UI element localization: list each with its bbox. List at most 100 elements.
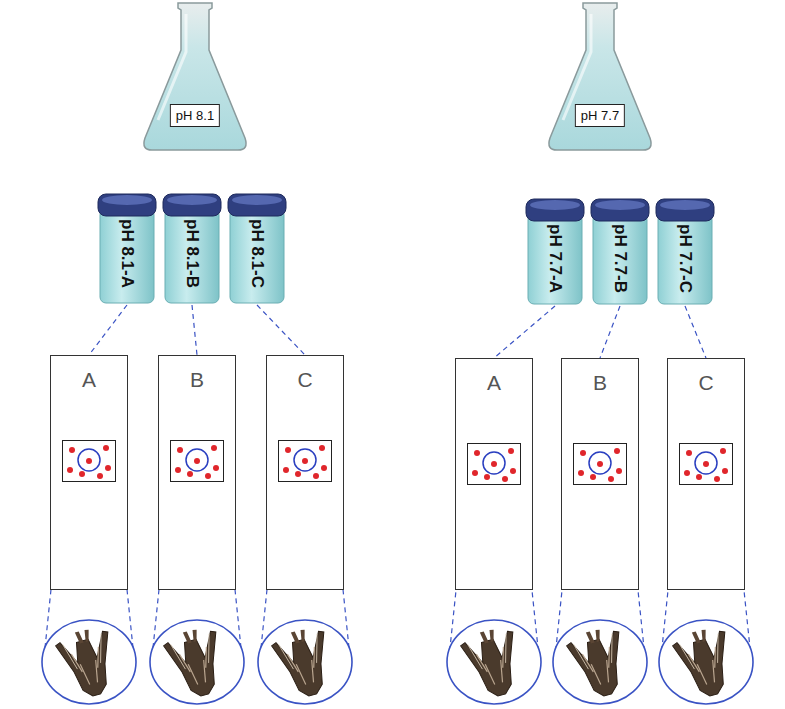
vial-cap xyxy=(656,199,714,221)
larva-ovals xyxy=(42,620,753,704)
larva-illustration xyxy=(459,624,528,702)
view-oval xyxy=(258,620,352,704)
vial-cap xyxy=(591,199,649,221)
larva-illustration xyxy=(565,624,634,702)
vial-node: pH 7.7-B xyxy=(590,198,650,306)
flask-outline xyxy=(140,0,250,152)
slide-letter: C xyxy=(267,368,343,392)
leader-lines xyxy=(45,482,750,648)
larva-dot xyxy=(714,476,720,482)
flask-body xyxy=(144,3,246,150)
larva-dot xyxy=(508,448,514,454)
larva-dot xyxy=(484,474,490,480)
larva-dot xyxy=(69,447,75,453)
larva-illustration xyxy=(671,624,740,702)
connector-line xyxy=(257,305,305,355)
slide-letter: C xyxy=(668,371,744,395)
vial-node: pH 8.1-B xyxy=(162,193,222,305)
larva-dot xyxy=(597,461,603,467)
larva-dot xyxy=(86,458,92,464)
larva-dot xyxy=(194,458,200,464)
vial-cap xyxy=(163,194,221,216)
larva-dot xyxy=(177,447,183,453)
slide-letter: B xyxy=(159,368,235,392)
connector-line xyxy=(192,305,197,355)
vial-label: pH 8.1-B xyxy=(182,219,202,288)
dashed-connector xyxy=(257,305,305,355)
larva-dot xyxy=(614,448,620,454)
vial-cap-top xyxy=(660,200,710,210)
larva-dot xyxy=(696,474,702,480)
larva-dot xyxy=(67,467,73,473)
vial-cap xyxy=(98,194,156,216)
larva-dot xyxy=(578,470,584,476)
larva-dot xyxy=(510,468,516,474)
vial-cap-top xyxy=(595,200,645,210)
larva-illustration xyxy=(54,624,123,702)
coverslip xyxy=(171,441,224,482)
larva-illustration xyxy=(270,624,339,702)
slide-node: C xyxy=(266,355,344,590)
sample-square xyxy=(573,443,627,485)
vial-node: pH 7.7-C xyxy=(655,198,715,306)
vial-body xyxy=(165,209,219,303)
sample-circle xyxy=(294,449,316,471)
coverslip xyxy=(680,444,733,485)
sample-square xyxy=(62,440,116,482)
vial-label: pH 7.7-B xyxy=(610,224,630,293)
view-oval xyxy=(42,620,136,704)
sample-circle xyxy=(186,449,208,471)
flask-node: pH 8.1 xyxy=(140,0,250,152)
larva-dot xyxy=(720,448,726,454)
vial-body xyxy=(658,214,712,304)
flask-label: pH 7.7 xyxy=(575,104,625,127)
larva-dot xyxy=(213,465,219,471)
vial-cap-top xyxy=(167,195,217,205)
larva-dot xyxy=(722,468,728,474)
larva-dot xyxy=(703,461,709,467)
vial-node: pH 8.1-A xyxy=(97,193,157,305)
larva-dot xyxy=(205,473,211,479)
vial-cap xyxy=(526,199,584,221)
flask-outline xyxy=(545,0,655,152)
larva-dot xyxy=(313,473,319,479)
vial-cap-top xyxy=(530,200,580,210)
larva-dot xyxy=(608,476,614,482)
view-oval xyxy=(553,620,647,704)
flask-node: pH 7.7 xyxy=(545,0,655,152)
larva-dot xyxy=(321,465,327,471)
slide-node: B xyxy=(158,355,236,590)
dashed-connector xyxy=(192,305,197,355)
slide-letter: B xyxy=(562,371,638,395)
vial-body xyxy=(100,209,154,303)
dashed-connector xyxy=(685,306,706,358)
connector-line xyxy=(685,306,706,358)
larva-dot xyxy=(319,445,325,451)
vial-label: pH 7.7-C xyxy=(675,224,695,293)
coverslip xyxy=(468,444,521,485)
larva-dot xyxy=(474,450,480,456)
view-oval xyxy=(150,620,244,704)
flask-body xyxy=(549,3,651,150)
larva-dot xyxy=(590,474,596,480)
larva-dot xyxy=(97,473,103,479)
sample-circle xyxy=(78,449,100,471)
vial-body xyxy=(528,214,582,304)
larva-dot xyxy=(211,445,217,451)
larva-dot xyxy=(295,471,301,477)
sample-circle xyxy=(589,452,611,474)
slide-node: A xyxy=(50,355,128,590)
larva-dot xyxy=(616,468,622,474)
larva-dot xyxy=(684,470,690,476)
larva-dot xyxy=(187,471,193,477)
vial-body xyxy=(230,209,284,303)
dashed-connector xyxy=(600,306,620,358)
sample-square xyxy=(278,440,332,482)
vial-cap-top xyxy=(102,195,152,205)
coverslip xyxy=(574,444,627,485)
larva-dot xyxy=(302,458,308,464)
coverslip xyxy=(63,441,116,482)
larva-dot xyxy=(283,467,289,473)
